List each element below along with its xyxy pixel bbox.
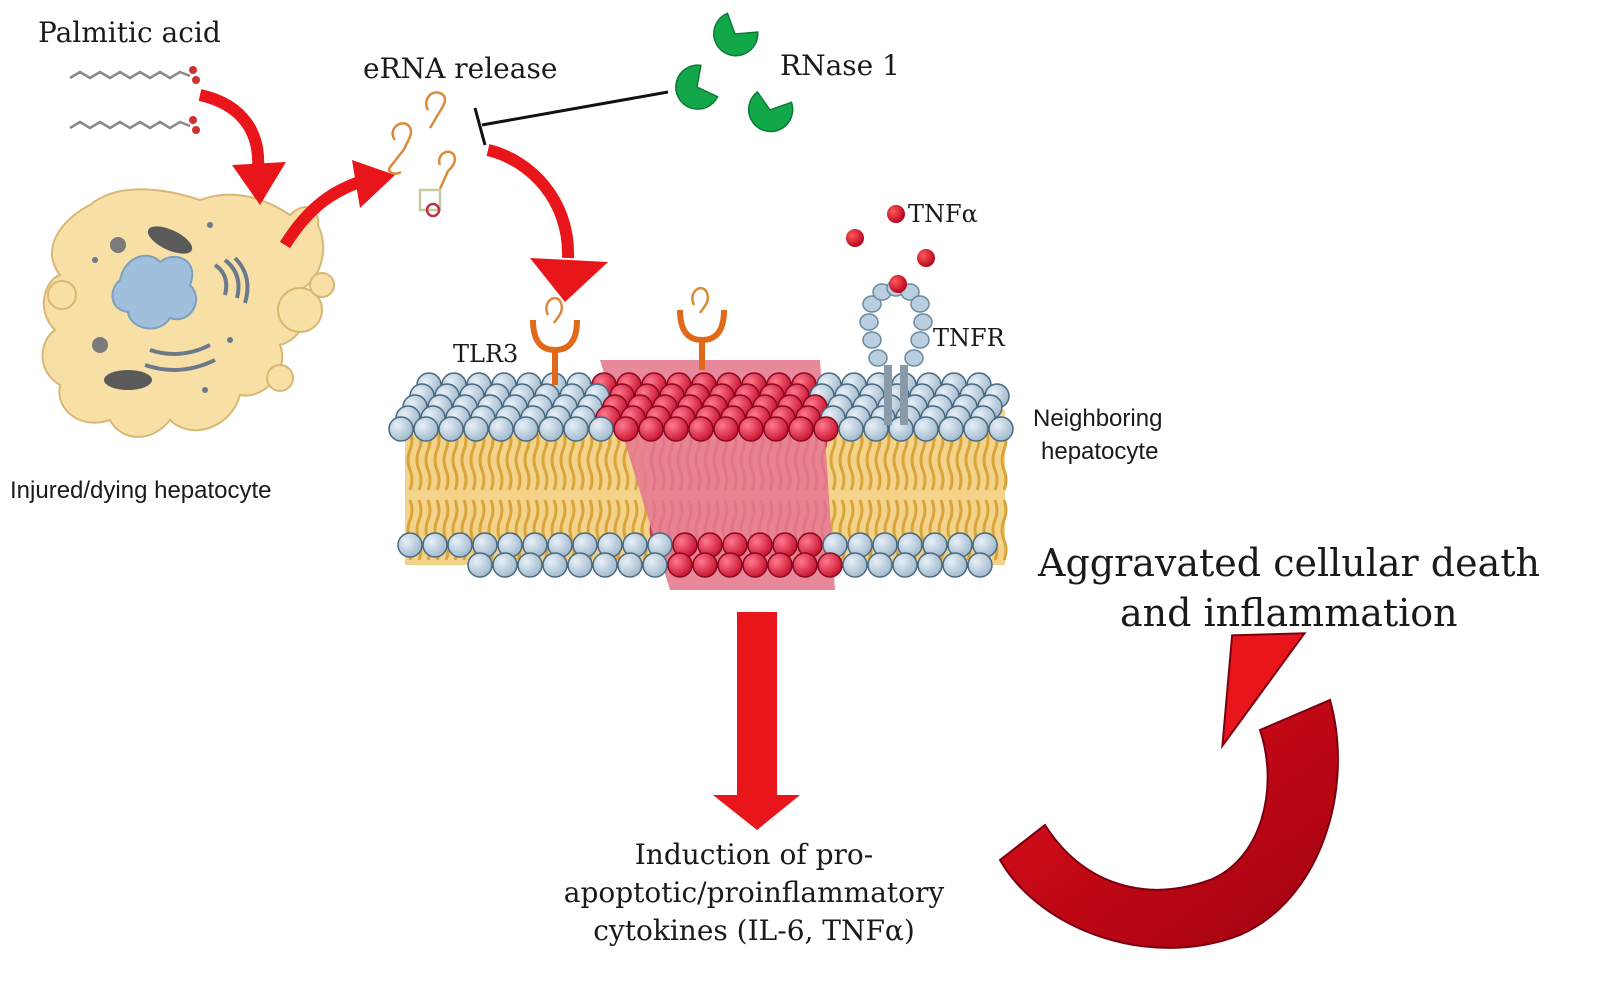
lipid-head (713, 416, 739, 442)
lipid-head (388, 416, 414, 442)
tnfr-bead (859, 313, 879, 331)
lipid-head (988, 416, 1014, 442)
aggravated-label-line2: and inflammation (1120, 591, 1458, 635)
lipid-head (742, 552, 768, 578)
lipid-head (513, 416, 539, 442)
lipid-head (917, 552, 943, 578)
induction-label-line3: cytokines (IL-6, TNFα) (593, 914, 915, 947)
lipid-head (817, 552, 843, 578)
rnase-inhibition-line (473, 90, 669, 146)
tnfr-bead (862, 331, 882, 349)
tnfr-label: TNFR (933, 324, 1006, 352)
lipid-head (567, 552, 593, 578)
lipid-head (717, 552, 743, 578)
tnfr-bead (910, 295, 930, 313)
palmitic-acid-molecules (69, 66, 200, 134)
lipid-head (563, 416, 589, 442)
lipid-head (813, 416, 839, 442)
tnf-alpha-molecules (846, 205, 935, 293)
induction-label-line2: apoptotic/proinflammatory (564, 876, 945, 909)
lipid-head (663, 416, 689, 442)
lipid-head (638, 416, 664, 442)
lipid-head (892, 552, 918, 578)
palmitic-to-cell-arrow (198, 89, 286, 205)
lipid-head (863, 416, 889, 442)
lipid-head (838, 416, 864, 442)
palmitic-acid-label: Palmitic acid (38, 16, 221, 49)
tnfr-bead (910, 331, 930, 349)
tnfr-bead (904, 349, 924, 367)
lipid-head (517, 552, 543, 578)
lipid-bilayer-membrane (388, 360, 1014, 590)
lipid-head (913, 416, 939, 442)
lipid-head (613, 416, 639, 442)
lipid-head (788, 416, 814, 442)
neighboring-label-line1: Neighboring (1033, 405, 1162, 432)
erna-release-label: eRNA release (363, 52, 557, 85)
tnfr-bead (862, 295, 882, 313)
lipid-head (792, 552, 818, 578)
lipid-head (667, 552, 693, 578)
lipid-head (447, 532, 473, 558)
lipid-head (688, 416, 714, 442)
rnase-label: RNase 1 (780, 49, 900, 82)
lipid-head (692, 552, 718, 578)
lipid-head (422, 532, 448, 558)
erna-to-tlr3-arrow (486, 144, 608, 302)
induction-down-arrow (713, 612, 800, 830)
lipid-head (963, 416, 989, 442)
lipid-head (438, 416, 464, 442)
feedback-curved-arrow (998, 632, 1339, 949)
tlr3-label: TLR3 (453, 340, 518, 368)
lipid-head (738, 416, 764, 442)
lipid-head (463, 416, 489, 442)
lipid-head (588, 416, 614, 442)
erna-fragments (387, 91, 457, 218)
lipid-head (488, 416, 514, 442)
lipid-head (397, 532, 423, 558)
lipid-head (617, 552, 643, 578)
lipid-head (642, 552, 668, 578)
injured-hepatocyte-label: Injured/dying hepatocyte (10, 477, 272, 504)
tnfr-bead (913, 313, 933, 331)
lipid-head (538, 416, 564, 442)
lipid-head (938, 416, 964, 442)
neighboring-label-line2: hepatocyte (1041, 438, 1158, 465)
tnfr-bead (868, 349, 888, 367)
cell-to-erna-arrow (279, 160, 395, 249)
lipid-head (542, 552, 568, 578)
lipid-head (467, 552, 493, 578)
induction-label-line1: Induction of pro- (635, 838, 873, 871)
lipid-head (492, 552, 518, 578)
tlr3-receptor (530, 296, 580, 385)
tnf-alpha-label: TNFα (908, 200, 978, 228)
lipid-head (967, 552, 993, 578)
lipid-head (842, 552, 868, 578)
lipid-head (942, 552, 968, 578)
lipid-head (767, 552, 793, 578)
lipid-head (413, 416, 439, 442)
lipid-head (763, 416, 789, 442)
lipid-head (592, 552, 618, 578)
tlr3-receptor-activated (677, 286, 727, 370)
injured-hepatocyte-cell (41, 188, 335, 438)
lipid-head (867, 552, 893, 578)
aggravated-label-line1: Aggravated cellular death (1037, 541, 1540, 585)
rnase-molecules (675, 12, 794, 133)
